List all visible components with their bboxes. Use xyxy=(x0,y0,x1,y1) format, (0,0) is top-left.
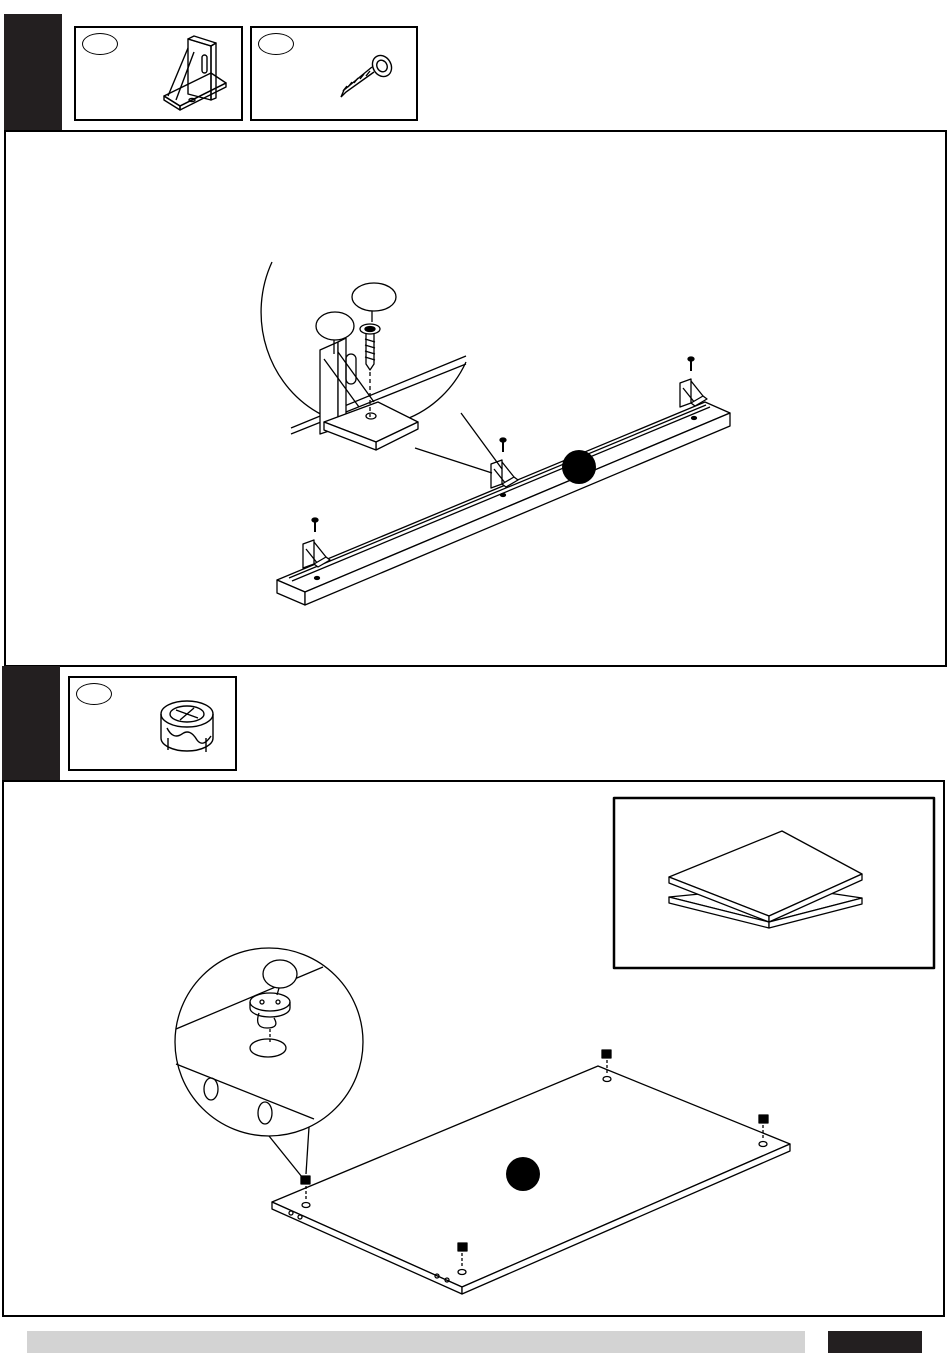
screw-icon xyxy=(252,28,420,123)
screw-middle xyxy=(500,438,506,452)
screw-left xyxy=(312,518,318,532)
callout-oval-cam xyxy=(263,960,297,988)
step-2-panel xyxy=(2,780,945,1317)
screw-right xyxy=(688,357,694,371)
footer-progress-bar xyxy=(27,1331,805,1353)
corner-bracket-icon xyxy=(76,28,245,123)
callout-oval-bracket xyxy=(316,312,354,340)
part-box-cam-lock xyxy=(68,676,237,771)
step-1-tab xyxy=(4,14,62,132)
part-box-bracket xyxy=(74,26,243,121)
panel-marker-dot xyxy=(506,1157,540,1191)
rail-marker-dot xyxy=(562,450,596,484)
step-2-tab xyxy=(2,666,60,786)
step-1-panel xyxy=(4,130,947,667)
step-2-illustration xyxy=(4,782,947,1319)
part-box-screw xyxy=(250,26,418,121)
step-1-illustration xyxy=(6,132,949,669)
callout-oval-screw xyxy=(352,283,396,311)
cam-lock-icon xyxy=(70,678,239,773)
footer-page-tab xyxy=(828,1331,922,1353)
